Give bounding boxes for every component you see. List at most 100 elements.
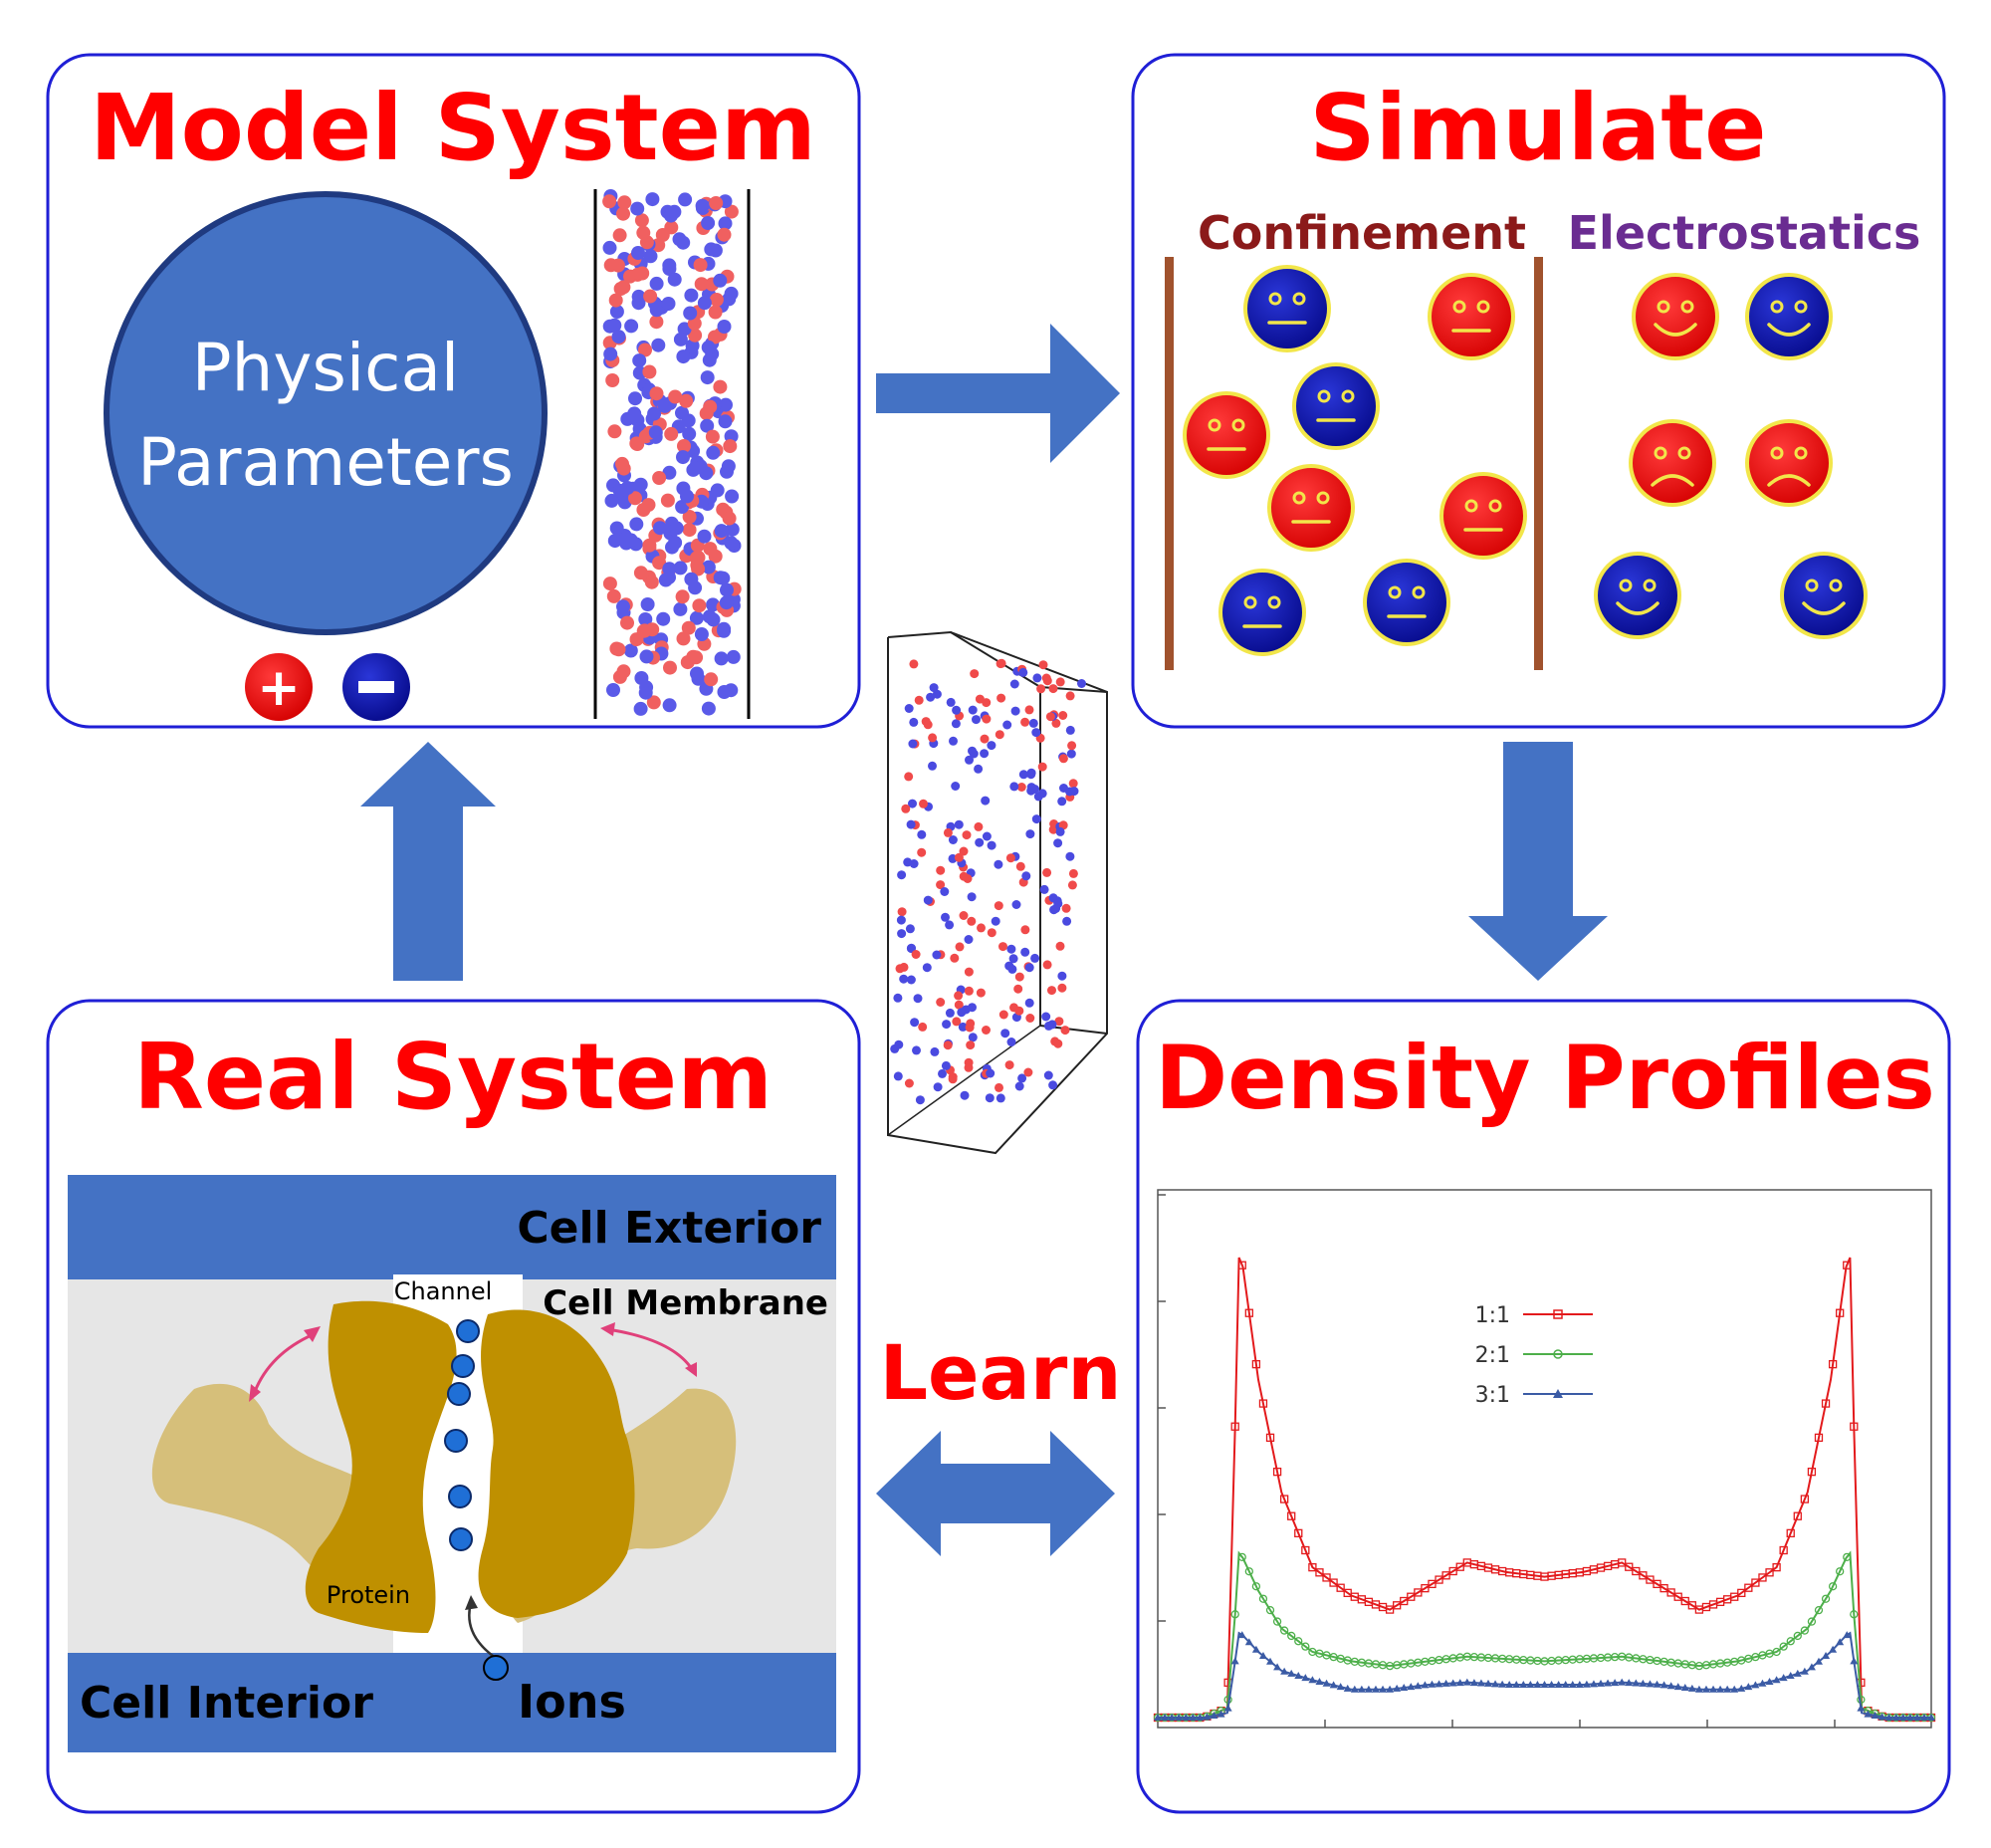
box-edges [887, 630, 1108, 1155]
cation-particle [635, 266, 650, 281]
cation-particle [980, 734, 990, 744]
data-point [1441, 1679, 1450, 1687]
anion-particle [620, 481, 635, 495]
face-eye [1794, 300, 1808, 314]
anion-particle [906, 819, 916, 829]
cation-particle [1045, 712, 1055, 722]
cation-particle [1004, 1060, 1014, 1070]
data-point [1786, 1637, 1795, 1646]
anion-particle [1057, 797, 1067, 807]
anion-particle [945, 920, 955, 930]
cation-particle [642, 538, 657, 553]
arrowhead [600, 1322, 615, 1336]
anion-particle [986, 1068, 996, 1078]
face-eye [1654, 446, 1667, 460]
face-eye [1243, 595, 1257, 609]
anion-particle [619, 536, 634, 551]
anion-particle [678, 192, 693, 207]
data-point [1512, 1681, 1521, 1688]
cation-particle [643, 289, 658, 304]
cation-particle [899, 962, 909, 972]
cation-face [1183, 391, 1270, 479]
data-point [1400, 1596, 1409, 1606]
cation-particle [998, 942, 1007, 952]
anion-particle [628, 391, 642, 406]
data-point [1828, 1359, 1838, 1369]
anion-particle [1006, 1038, 1016, 1046]
cation-particle [664, 426, 679, 441]
anion-particle [651, 338, 666, 352]
series-1-1 [1153, 1257, 1936, 1723]
anion-particle [624, 319, 639, 334]
anion-particle [1026, 783, 1036, 793]
cation-particle [1055, 941, 1065, 951]
data-point [1814, 1605, 1824, 1615]
slit-particles [602, 189, 742, 716]
anion-face [1780, 552, 1868, 639]
ions-label: Ions [518, 1675, 626, 1729]
data-point [1814, 1433, 1824, 1443]
anion-particle [893, 1071, 903, 1081]
face-mouth [1654, 323, 1697, 337]
anion-particle [926, 692, 936, 702]
data-point [1836, 1308, 1845, 1317]
cation-particle [610, 258, 625, 273]
data-point [1258, 1652, 1267, 1659]
anion-particle [968, 705, 978, 715]
anion-particle [645, 192, 660, 207]
anion-particle [639, 649, 654, 664]
data-point [1850, 1422, 1859, 1431]
data-point [1279, 1626, 1289, 1635]
cation-particle [954, 991, 964, 1001]
face-eye [1292, 491, 1306, 505]
anion-face [1292, 362, 1380, 450]
data-point [1189, 1714, 1198, 1721]
cation-particle [962, 830, 972, 840]
anion-particle [667, 272, 682, 287]
anion-particle [972, 715, 981, 725]
cell-interior-band [68, 1653, 836, 1752]
face-mouth [1802, 601, 1846, 615]
data-point [1611, 1679, 1620, 1687]
anion-face [1243, 265, 1331, 352]
ion [451, 1354, 475, 1378]
data-point [1597, 1679, 1606, 1687]
anion-particle [719, 595, 734, 610]
face-disc [1594, 552, 1681, 639]
data-point [1758, 1573, 1767, 1582]
anion-particle [922, 963, 932, 973]
cation-particle [995, 730, 1004, 740]
cation-particle [652, 471, 667, 485]
cation-particle [681, 620, 696, 635]
data-point [1927, 1714, 1935, 1721]
data-point [1850, 1657, 1859, 1665]
data-point [1428, 1680, 1437, 1688]
data-point [1519, 1681, 1528, 1688]
cation-particle [630, 437, 645, 451]
cation-particle [634, 213, 649, 228]
confinement-wall-left [1165, 257, 1174, 670]
data-point [1898, 1714, 1907, 1721]
cation-particle [954, 1000, 964, 1010]
anion-particle [724, 683, 739, 698]
cation-particle [936, 865, 946, 875]
plus-icon: + [257, 658, 301, 718]
data-point [1568, 1681, 1577, 1688]
anion-particle [685, 339, 700, 353]
cation-particle [966, 1019, 976, 1029]
cation-particle [964, 1062, 974, 1072]
data-point [1694, 1685, 1703, 1693]
cation-particle [616, 664, 631, 679]
anion-particle [967, 892, 977, 902]
data-point [1639, 1571, 1648, 1580]
data-point [1203, 1713, 1212, 1721]
anion-particle [1002, 720, 1012, 730]
cation-particle [709, 196, 724, 210]
data-point [1230, 1610, 1239, 1619]
anion-particle [968, 1033, 978, 1042]
anion-particle [1028, 718, 1038, 728]
panel-density-profiles: Density Profiles 1:12:13:1 [1136, 999, 1951, 1814]
data-point [1265, 1605, 1275, 1615]
data-point [1251, 1359, 1261, 1369]
cation-particle [616, 461, 631, 476]
